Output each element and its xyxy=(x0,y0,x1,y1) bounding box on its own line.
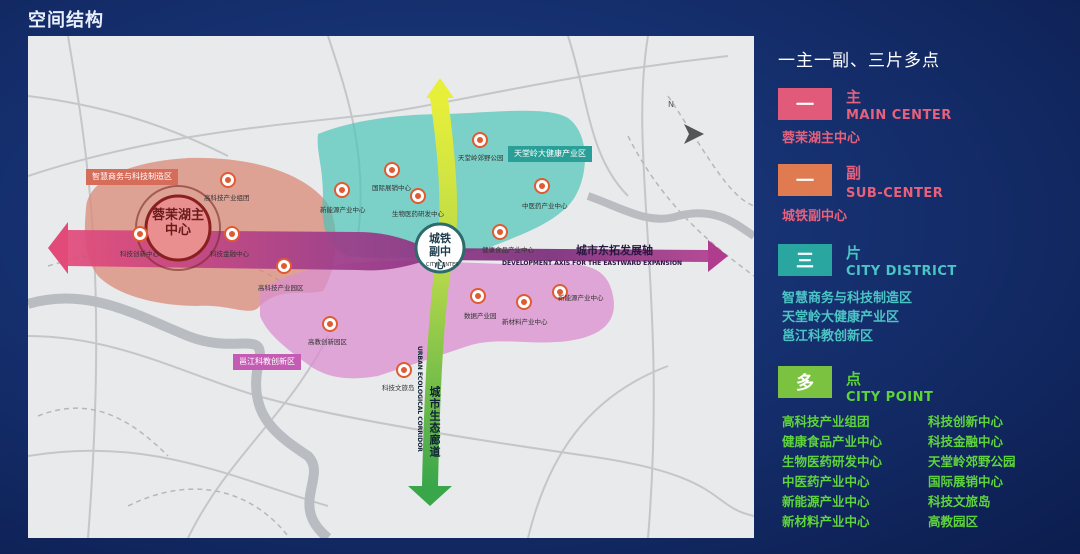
poi-label: 高科技产业园区 xyxy=(258,284,304,292)
poi-marker[interactable] xyxy=(334,182,350,198)
poi-marker[interactable] xyxy=(384,162,400,178)
legend-main-box: 一 xyxy=(778,88,832,120)
poi-marker[interactable] xyxy=(534,178,550,194)
poi-marker[interactable] xyxy=(322,316,338,332)
sub-center-ring xyxy=(414,222,466,274)
poi-label: 国际展销中心 xyxy=(372,184,411,192)
point-item-right: 科技创新中心 xyxy=(928,414,1004,429)
corridor-arrow-south xyxy=(408,486,452,506)
point-item-left: 新材料产业中心 xyxy=(782,514,870,529)
district-tag-tiantangling: 天堂岭大健康产业区 xyxy=(508,146,592,162)
poi-label: 科技金融中心 xyxy=(210,250,249,258)
axis-arrow-west xyxy=(48,222,68,274)
north-arrow-graphic xyxy=(684,124,704,144)
poi-marker[interactable] xyxy=(410,188,426,204)
corridor-label: 城市生态廊道 xyxy=(428,386,441,458)
point-item-right: 科技金融中心 xyxy=(928,434,1004,449)
map-graphic xyxy=(28,36,754,538)
axis-subtitle: DEVELOPMENT AXIS FOR THE EASTWARD EXPANS… xyxy=(502,260,683,267)
legend-sub-box: 一 xyxy=(778,164,832,196)
legend-district-value: 天堂岭大健康产业区 xyxy=(782,310,900,325)
point-item-right: 国际展销中心 xyxy=(928,474,1004,489)
map-panel: 智慧商务与科技制造区 天堂岭大健康产业区 邕江科教创新区 蓉茉湖主中心 城铁副中… xyxy=(28,36,754,538)
legend-district-cn: 片 xyxy=(846,244,862,262)
legend-main-cn: 主 xyxy=(846,88,862,106)
point-item-left: 生物医药研发中心 xyxy=(782,454,883,469)
poi-marker[interactable] xyxy=(516,294,532,310)
point-item-left: 高科技产业组团 xyxy=(782,414,870,429)
slide-title: 空间结构 xyxy=(28,10,104,31)
poi-label: 新能源产业中心 xyxy=(558,294,604,302)
poi-label: 生物医药研发中心 xyxy=(392,210,444,218)
poi-label: 科技创新中心 xyxy=(120,250,159,258)
sub-center-label: 城铁副中心 xyxy=(429,232,451,271)
point-item-right: 科技文旅岛 xyxy=(928,494,991,509)
point-item-left: 新能源产业中心 xyxy=(782,494,870,509)
poi-marker[interactable] xyxy=(472,132,488,148)
legend-district-value: 邕江科教创新区 xyxy=(782,329,874,344)
north-label: N xyxy=(668,100,674,109)
poi-label: 科技文旅岛 xyxy=(382,384,415,392)
river-east xyxy=(586,192,754,240)
legend-district-en: CITY DISTRICT xyxy=(846,264,957,279)
poi-label: 高教创新园区 xyxy=(308,338,347,346)
point-item-right: 天堂岭郊野公园 xyxy=(928,454,1016,469)
legend-point-en: CITY POINT xyxy=(846,390,934,405)
poi-marker[interactable] xyxy=(396,362,412,378)
poi-label: 中医药产业中心 xyxy=(522,202,568,210)
poi-marker[interactable] xyxy=(224,226,240,242)
point-item-right: 高教园区 xyxy=(928,514,979,529)
legend-sub-en: SUB-CENTER xyxy=(846,186,944,201)
legend-point-box: 多 xyxy=(778,366,832,398)
district-tag-yongjiang: 邕江科教创新区 xyxy=(233,354,301,370)
point-item-left: 中医药产业中心 xyxy=(782,474,870,489)
legend-main-en: MAIN CENTER xyxy=(846,108,952,123)
poi-label: 高科技产业组团 xyxy=(204,194,250,202)
legend-district-value: 智慧商务与科技制造区 xyxy=(782,291,913,306)
eco-corridor xyxy=(422,98,458,486)
legend-point-cn: 点 xyxy=(846,370,862,388)
axis-label: 城市东拓发展轴 xyxy=(576,244,653,257)
poi-label: 天堂岭郊野公园 xyxy=(458,154,504,162)
legend-heading: 一主一副、三片多点 xyxy=(778,51,940,71)
poi-marker[interactable] xyxy=(552,284,568,300)
poi-label: 健康食品产业中心 xyxy=(482,246,534,254)
district-tag-smart-business: 智慧商务与科技制造区 xyxy=(86,169,178,185)
legend-sub-cn: 副 xyxy=(846,164,862,182)
sub-center-en: CITY CENTER xyxy=(426,262,459,268)
corridor-subtitle: URBAN ECOLOGICAL CORRIDOR xyxy=(416,346,423,452)
poi-label: 新材料产业中心 xyxy=(502,318,548,326)
poi-marker[interactable] xyxy=(470,288,486,304)
poi-label: 数据产业园 xyxy=(464,312,497,320)
poi-marker[interactable] xyxy=(276,258,292,274)
legend-main-value: 蓉茉湖主中心 xyxy=(782,131,861,146)
poi-label: 新能源产业中心 xyxy=(320,206,366,214)
road-network xyxy=(28,36,754,538)
legend-sub-value: 城铁副中心 xyxy=(782,209,848,224)
poi-marker[interactable] xyxy=(132,226,148,242)
main-center-label: 蓉茉湖主中心 xyxy=(151,208,204,238)
legend-district-box: 三 xyxy=(778,244,832,276)
poi-marker[interactable] xyxy=(220,172,236,188)
poi-marker[interactable] xyxy=(492,224,508,240)
corridor-arrow-north xyxy=(426,78,454,98)
axis-arrow-east xyxy=(708,240,728,272)
point-item-left: 健康食品产业中心 xyxy=(782,434,883,449)
